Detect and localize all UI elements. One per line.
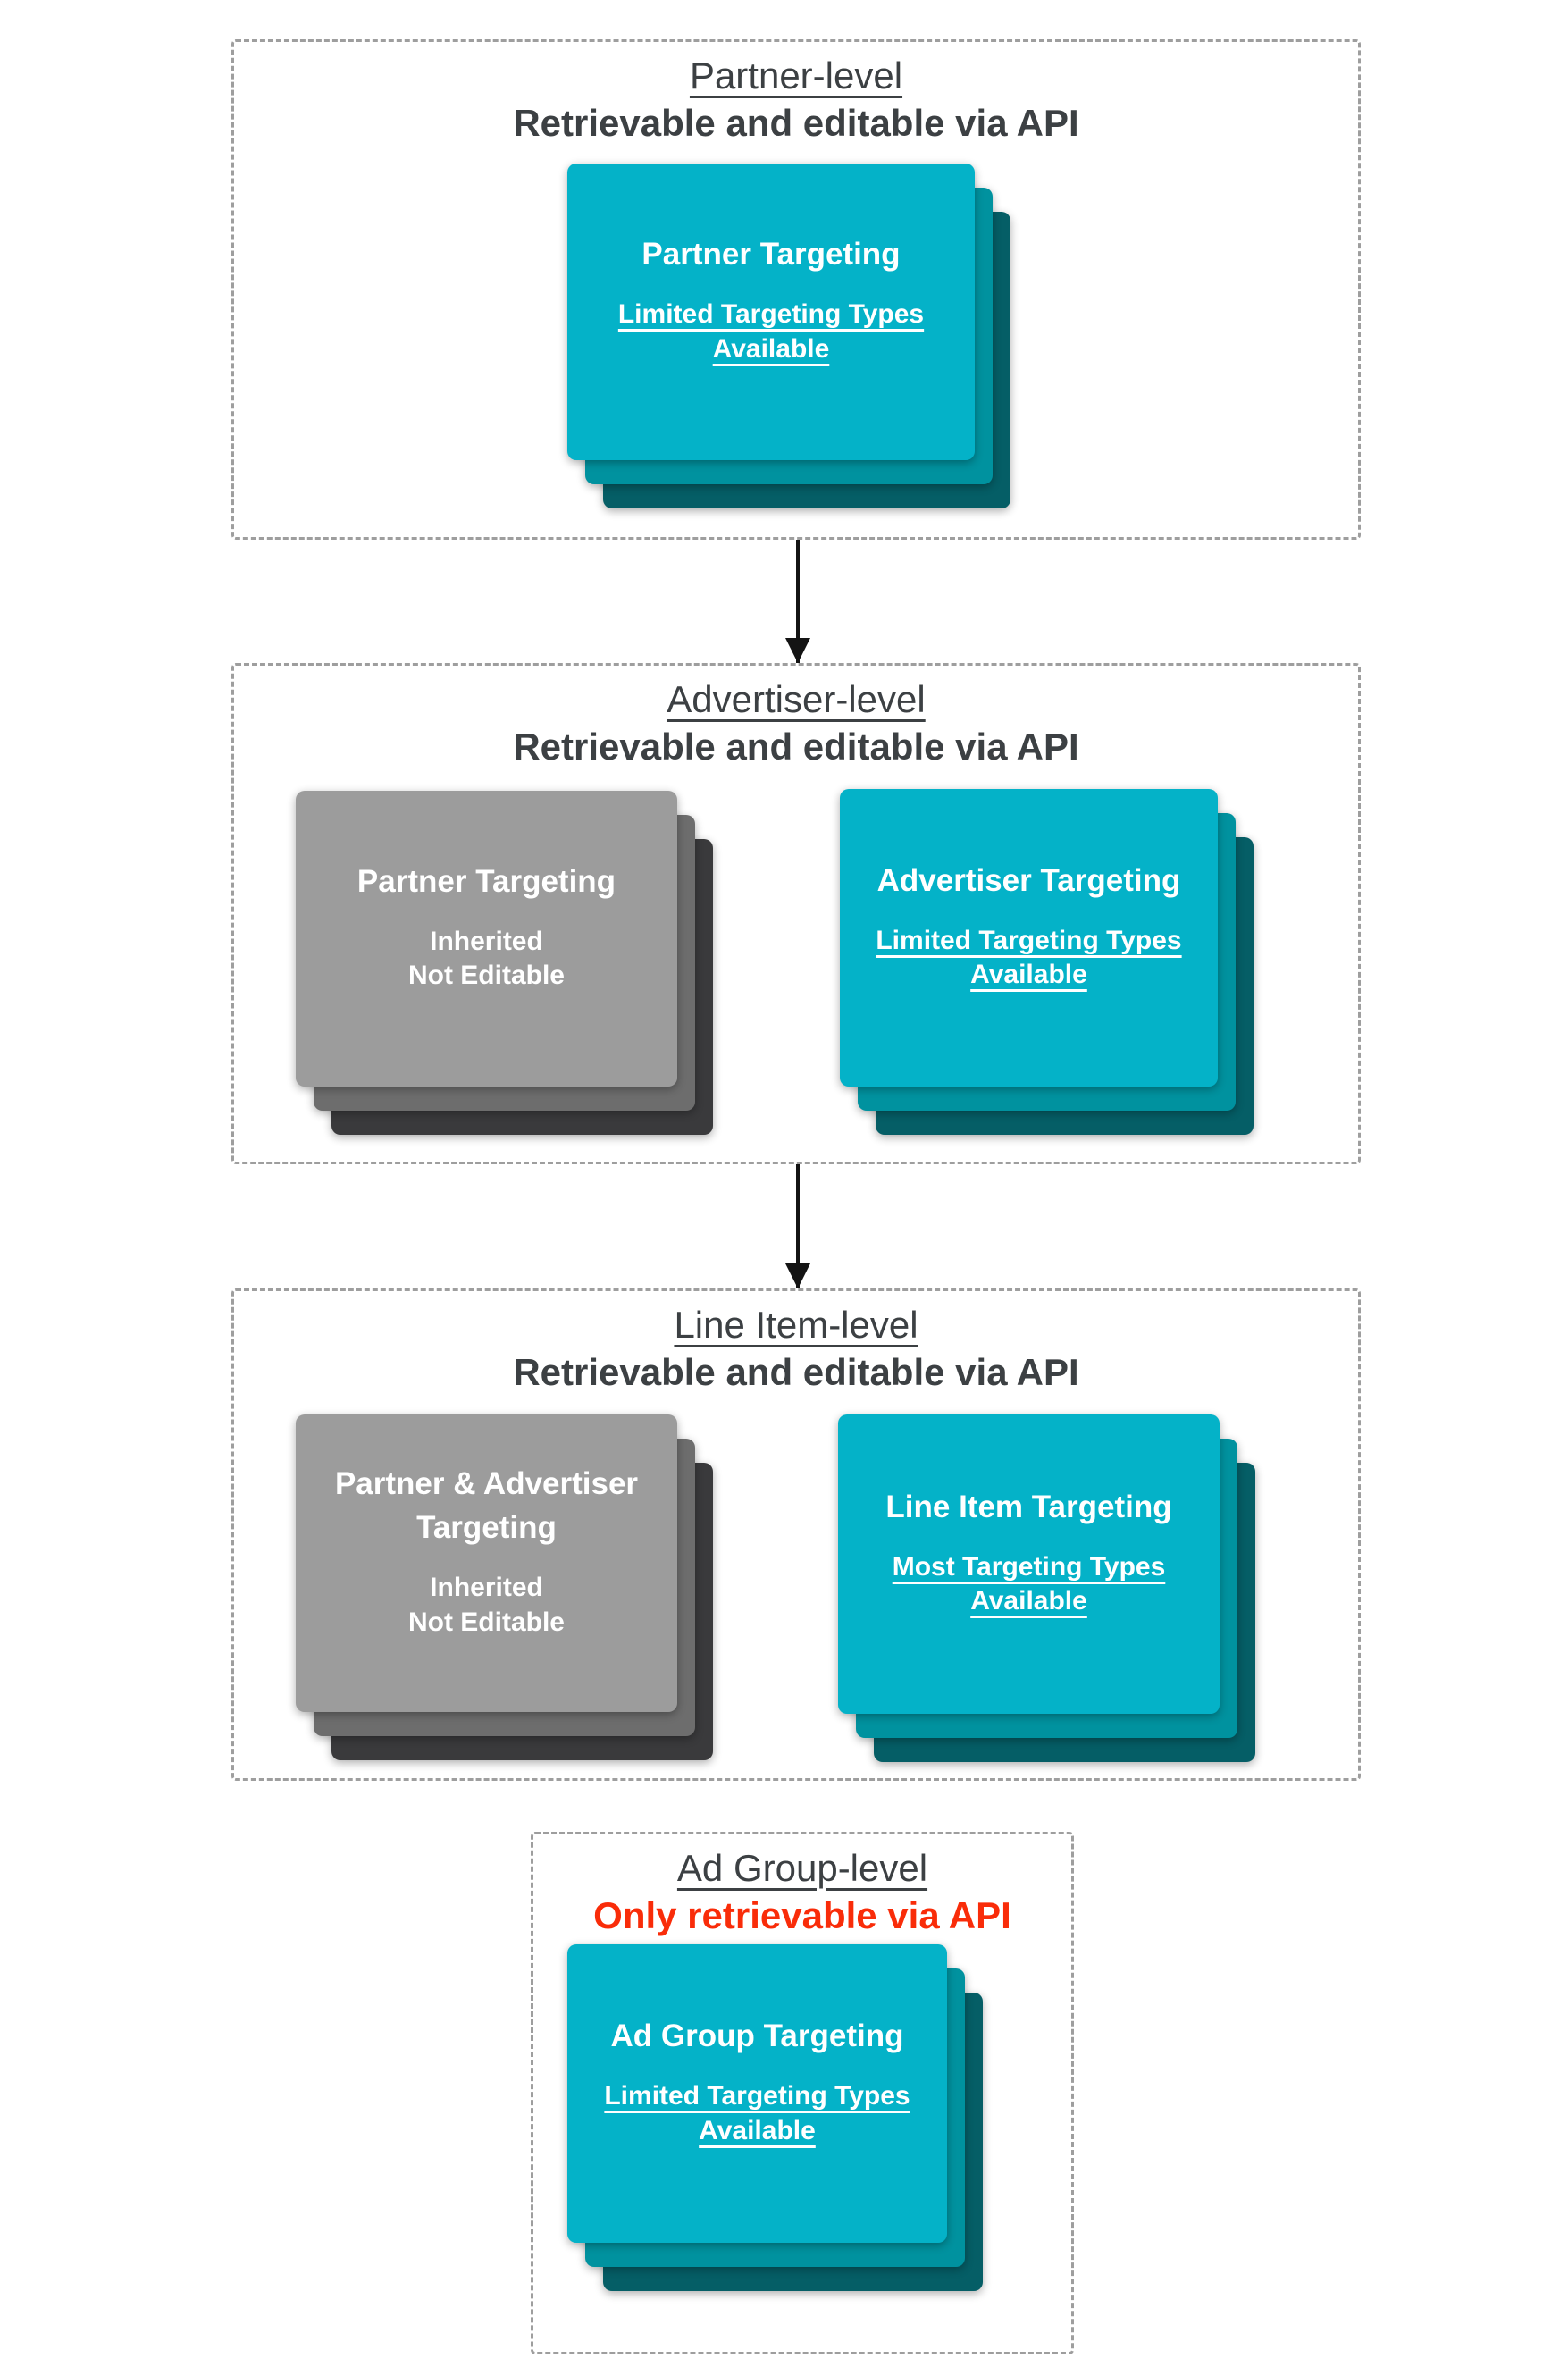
card-subtitle: Inherited Not Editable — [407, 926, 565, 990]
arrow-head — [785, 1263, 810, 1288]
card-subtitle: Limited Targeting Types Available — [604, 2081, 910, 2145]
section-subtitle: Retrievable and editable via API — [513, 725, 1079, 768]
card-face: Partner Targeting Limited Targeting Type… — [567, 164, 975, 460]
card-face: Partner Targeting Inherited Not Editable — [296, 791, 677, 1087]
card-subtitle: Limited Targeting Types Available — [617, 299, 925, 364]
section-subtitle-alert: Only retrievable via API — [593, 1893, 1011, 1936]
card-title: Partner & Advertiser Targeting — [334, 1466, 639, 1546]
card-face: Ad Group Targeting Limited Targeting Typ… — [567, 1944, 947, 2243]
down-arrow-icon — [785, 540, 810, 663]
arrow-shaft — [796, 1164, 800, 1288]
card-face: Advertiser Targeting Limited Targeting T… — [840, 789, 1218, 1087]
section-title: Ad Group-level — [676, 1847, 928, 1889]
card-title: Ad Group Targeting — [610, 2019, 904, 2054]
section-subtitle: Retrievable and editable via API — [513, 101, 1079, 144]
card-inherited-partner-advertiser-targeting: Partner & Advertiser Targeting Inherited… — [296, 1414, 713, 1760]
section-header: Partner-level Retrievable and editable v… — [234, 55, 1358, 145]
section-line-item-level: Line Item-level Retrievable and editable… — [231, 1288, 1361, 1781]
card-partner-targeting: Partner Targeting Limited Targeting Type… — [567, 164, 1010, 508]
card-face: Line Item Targeting Most Targeting Types… — [838, 1414, 1220, 1714]
card-title: Advertiser Targeting — [876, 862, 1181, 898]
card-subtitle: Limited Targeting Types Available — [876, 925, 1182, 989]
card-face: Partner & Advertiser Targeting Inherited… — [296, 1414, 677, 1712]
card-title: Partner Targeting — [641, 237, 901, 273]
card-subtitle: Most Targeting Types Available — [892, 1551, 1166, 1616]
section-header: Advertiser-level Retrievable and editabl… — [234, 678, 1358, 768]
section-title: Partner-level — [689, 55, 903, 97]
arrow-shaft — [796, 540, 800, 663]
section-header: Line Item-level Retrievable and editable… — [234, 1304, 1358, 1394]
section-header: Ad Group-level Only retrievable via API — [533, 1847, 1071, 1937]
section-subtitle: Retrievable and editable via API — [513, 1350, 1079, 1393]
section-title: Line Item-level — [674, 1304, 918, 1346]
section-ad-group-level: Ad Group-level Only retrievable via API … — [531, 1832, 1074, 2354]
card-line-item-targeting: Line Item Targeting Most Targeting Types… — [838, 1414, 1255, 1762]
section-title: Advertiser-level — [667, 678, 926, 720]
arrow-head — [785, 638, 810, 663]
section-advertiser-level: Advertiser-level Retrievable and editabl… — [231, 663, 1361, 1164]
card-title: Partner Targeting — [356, 863, 616, 899]
card-advertiser-targeting: Advertiser Targeting Limited Targeting T… — [840, 789, 1254, 1135]
down-arrow-icon — [785, 1164, 810, 1288]
card-subtitle: Inherited Not Editable — [407, 1573, 565, 1637]
card-ad-group-targeting: Ad Group Targeting Limited Targeting Typ… — [567, 1944, 983, 2291]
card-title: Line Item Targeting — [885, 1489, 1172, 1524]
section-partner-level: Partner-level Retrievable and editable v… — [231, 39, 1361, 540]
card-inherited-partner-targeting: Partner Targeting Inherited Not Editable — [296, 791, 713, 1135]
